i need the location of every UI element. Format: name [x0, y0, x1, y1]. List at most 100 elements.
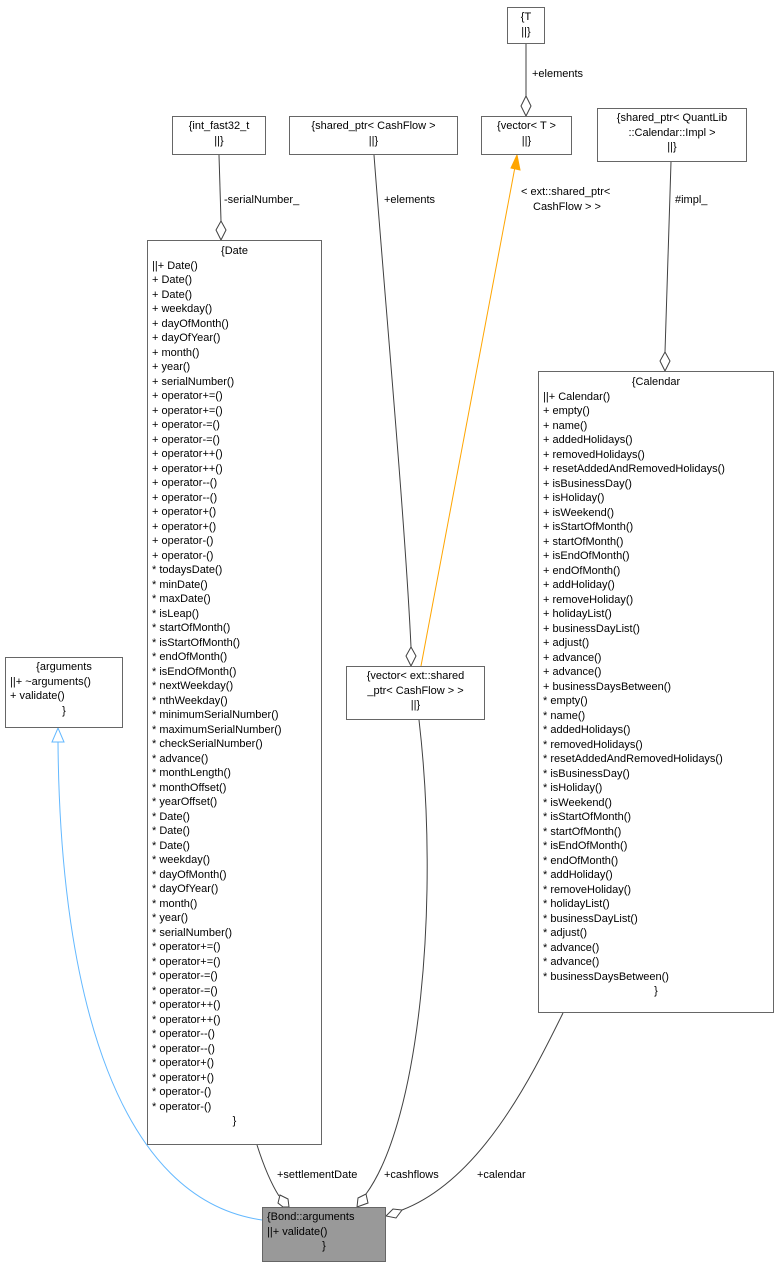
- class-node-vector-t[interactable]: {vector< T > ||}: [481, 116, 572, 155]
- class-member: + isHoliday(): [543, 492, 605, 504]
- class-node-t[interactable]: {T ||}: [507, 7, 545, 44]
- class-member: + businessDayList(): [543, 622, 640, 635]
- edge-label-template-arg-2: CashFlow > >: [533, 201, 601, 213]
- class-member: + operator--(): [152, 491, 218, 504]
- class-member: * maxDate(): [152, 593, 211, 605]
- class-member: * nextWeekday(): [152, 680, 234, 692]
- class-member: * operator--(): [152, 1042, 215, 1055]
- class-node-calendar[interactable]: {Calendar ||+ Calendar() + empty() + nam…: [538, 371, 774, 1013]
- class-member: * year(): [152, 912, 189, 924]
- class-member: + name(): [543, 419, 588, 432]
- class-node-date[interactable]: {Date ||+ Date() + Date() + Date() + wee…: [147, 240, 322, 1145]
- class-member: + Date(): [152, 274, 193, 286]
- class-member: * name(): [543, 709, 586, 722]
- class-member: + weekday(): [152, 303, 213, 315]
- class-member: * Date(): [152, 825, 190, 837]
- class-member: * operator++(): [152, 999, 221, 1011]
- class-member: + dayOfYear(): [152, 332, 221, 344]
- class-title: {Bond::arguments: [267, 1211, 355, 1223]
- class-member: + operator++(): [152, 462, 223, 475]
- class-member: * advance(): [543, 956, 600, 968]
- edge-label-settlement-date: +settlementDate: [277, 1169, 358, 1181]
- class-member: + operator--(): [152, 477, 218, 489]
- class-member: + month(): [152, 346, 200, 359]
- class-member: * isStartOfMonth(): [152, 636, 241, 649]
- edge-impl-to-calendar: [659, 161, 672, 373]
- class-member: + isStartOfMonth(): [543, 521, 634, 533]
- class-member: + dayOfMonth(): [152, 317, 229, 330]
- class-member: + operator+=(): [152, 404, 223, 417]
- class-member: * empty(): [543, 695, 588, 707]
- class-member: * endOfMonth(): [543, 854, 619, 867]
- class-member: * advance(): [543, 941, 600, 954]
- class-member: + operator+(): [152, 506, 217, 518]
- edge-label-impl: #impl_: [675, 194, 708, 206]
- class-title-line1: {vector< ext::shared: [366, 670, 465, 682]
- class-member: + isEndOfMonth(): [543, 550, 630, 562]
- class-member: * endOfMonth(): [152, 651, 228, 663]
- class-member: + isBusinessDay(): [543, 477, 632, 490]
- class-member: * dayOfMonth(): [152, 868, 227, 881]
- class-member: + addHoliday(): [543, 579, 615, 591]
- class-member: + operator+=(): [152, 390, 223, 402]
- class-member: + operator-(): [152, 549, 214, 562]
- class-member: * operator+(): [152, 1071, 215, 1084]
- class-close: }: [654, 985, 658, 997]
- class-node-bond-arguments[interactable]: {Bond::arguments ||+ validate() }: [262, 1207, 386, 1262]
- edge-template-instance: [420, 153, 521, 667]
- class-member: * yearOffset(): [152, 796, 218, 808]
- class-member: + removeHoliday(): [543, 593, 634, 606]
- class-member: * isLeap(): [152, 607, 200, 620]
- edge-label-calendar: +calendar: [477, 1169, 526, 1181]
- class-title: {shared_ptr< CashFlow >: [311, 120, 436, 132]
- class-member: * monthOffset(): [152, 781, 227, 794]
- class-title: {int_fast32_t: [188, 120, 250, 132]
- edge-label-cashflows: +cashflows: [384, 1169, 439, 1181]
- class-node-arguments[interactable]: {arguments ||+ ~arguments() + validate()…: [5, 657, 123, 728]
- class-member: * isWeekend(): [543, 796, 612, 809]
- class-member: * nthWeekday(): [152, 694, 228, 707]
- class-member: * operator++(): [152, 1013, 221, 1026]
- aggregation-diamond-icon: [215, 219, 227, 242]
- class-member: * resetAddedAndRemovedHolidays(): [543, 753, 723, 765]
- edge-cashflow-to-vector: [373, 154, 417, 668]
- class-member: * weekday(): [152, 854, 211, 866]
- class-node-shared-ptr-calendar-impl[interactable]: {shared_ptr< QuantLib ::Calendar::Impl >…: [597, 108, 747, 162]
- class-member: + operator++(): [152, 448, 223, 460]
- aggregation-diamond-icon: [277, 1194, 290, 1208]
- class-member: * monthLength(): [152, 767, 231, 779]
- class-member: + operator+(): [152, 520, 217, 533]
- class-member: * isStartOfMonth(): [543, 811, 632, 823]
- class-member: * startOfMonth(): [152, 622, 231, 634]
- class-member: + removedHolidays(): [543, 448, 645, 461]
- class-member: + Date(): [152, 288, 193, 301]
- class-member: * dayOfYear(): [152, 883, 219, 895]
- class-member: * isEndOfMonth(): [152, 665, 237, 678]
- edge-date-to-bond: [256, 1144, 290, 1208]
- class-member: + addedHolidays(): [543, 434, 633, 446]
- class-node-vector-shared-ptr-cashflow[interactable]: {vector< ext::shared _ptr< CashFlow > > …: [346, 666, 485, 720]
- class-member: * month(): [152, 897, 198, 910]
- class-node-shared-ptr-cashflow[interactable]: {shared_ptr< CashFlow > ||}: [289, 116, 458, 155]
- class-member: * adjust(): [543, 927, 588, 939]
- class-member: * businessDayList(): [543, 912, 638, 925]
- class-member: ||+ ~arguments(): [10, 675, 91, 688]
- class-separator: ||}: [410, 699, 421, 711]
- class-member: * operator-=(): [152, 970, 218, 982]
- class-title: {T: [520, 11, 532, 23]
- class-member: + holidayList(): [543, 608, 612, 620]
- class-node-int-fast32[interactable]: {int_fast32_t ||}: [172, 116, 266, 155]
- aggregation-diamond-icon: [659, 350, 671, 373]
- class-member: * operator+=(): [152, 955, 221, 968]
- edge-label-t-elements: +elements: [532, 68, 584, 80]
- class-close: }: [322, 1240, 326, 1252]
- class-member: * operator+(): [152, 1057, 215, 1069]
- class-member: * maximumSerialNumber(): [152, 723, 282, 736]
- edge-calendar-to-bond: [384, 1012, 564, 1219]
- edge-label-cashflow-elements: +elements: [384, 194, 436, 206]
- edge-label-template-arg-1: < ext::shared_ptr<: [521, 186, 611, 198]
- aggregation-diamond-icon: [356, 1193, 369, 1208]
- class-member: * businessDaysBetween(): [543, 970, 669, 983]
- inheritance-arrow-icon: [51, 726, 65, 743]
- edge-label-serial-number: -serialNumber_: [224, 194, 300, 206]
